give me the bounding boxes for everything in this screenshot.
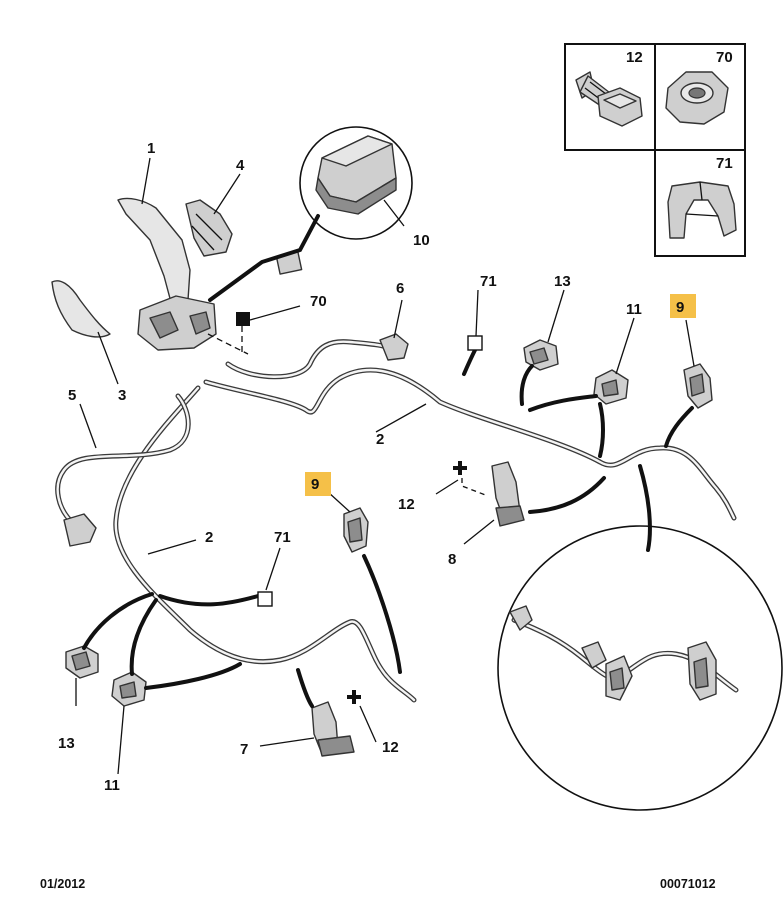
label-71-lower: 71 bbox=[274, 529, 291, 546]
fitting-part-6 bbox=[379, 333, 409, 361]
marker-71-upper bbox=[467, 335, 483, 351]
legend-label-12: 12 bbox=[626, 49, 643, 66]
nut-icon bbox=[665, 71, 729, 125]
labels: 1 4 10 6 70 71 13 11 9 3 5 2 9 12 8 2 71… bbox=[58, 140, 684, 794]
cover-part-3 bbox=[51, 280, 111, 338]
label-3: 3 bbox=[118, 387, 126, 404]
label-1: 1 bbox=[147, 140, 155, 157]
label-70: 70 bbox=[310, 293, 327, 310]
parts bbox=[51, 126, 713, 757]
footer-date: 01/2012 bbox=[40, 877, 85, 891]
label-6: 6 bbox=[396, 280, 404, 297]
label-11-upper: 11 bbox=[626, 301, 642, 318]
legend: 12 70 71 bbox=[564, 43, 746, 257]
plus-marker-12-lower bbox=[347, 690, 361, 704]
bolt-icon bbox=[575, 71, 643, 127]
trim-part-4 bbox=[185, 199, 233, 257]
leader-lines bbox=[75, 157, 695, 775]
label-9-right: 9 bbox=[676, 299, 684, 316]
marker-71-lower bbox=[257, 591, 273, 607]
label-13-lower: 13 bbox=[58, 735, 75, 752]
label-9-mid: 9 bbox=[311, 476, 319, 493]
cable-2-lower bbox=[113, 385, 417, 703]
legend-label-71: 71 bbox=[716, 155, 733, 172]
footer-reference: 00071012 bbox=[660, 877, 716, 891]
marker-70-filled bbox=[236, 312, 250, 326]
label-5: 5 bbox=[68, 387, 76, 404]
handbrake-lever-part-1 bbox=[117, 197, 191, 307]
label-7: 7 bbox=[240, 741, 248, 758]
handbrake-base bbox=[137, 295, 217, 351]
detail-circle-right bbox=[497, 525, 783, 811]
markers bbox=[236, 294, 696, 704]
label-11-lower: 11 bbox=[104, 777, 120, 794]
label-71-upper: 71 bbox=[480, 273, 497, 290]
label-2-upper: 2 bbox=[376, 431, 384, 448]
label-12-upper: 12 bbox=[398, 496, 415, 513]
label-4: 4 bbox=[236, 157, 245, 174]
clip-icon bbox=[667, 181, 737, 239]
highlight-9-right bbox=[670, 294, 696, 318]
label-2-lower: 2 bbox=[205, 529, 213, 546]
cable-2-upper bbox=[203, 367, 737, 521]
label-10: 10 bbox=[413, 232, 430, 249]
legend-label-70: 70 bbox=[716, 49, 733, 66]
label-8: 8 bbox=[448, 551, 456, 568]
plus-marker-12-upper bbox=[453, 461, 467, 475]
label-13-upper: 13 bbox=[554, 273, 571, 290]
highlight-9-mid bbox=[305, 472, 331, 496]
cables bbox=[55, 339, 737, 703]
label-12-lower: 12 bbox=[382, 739, 399, 756]
connector-part-5 bbox=[63, 513, 97, 547]
